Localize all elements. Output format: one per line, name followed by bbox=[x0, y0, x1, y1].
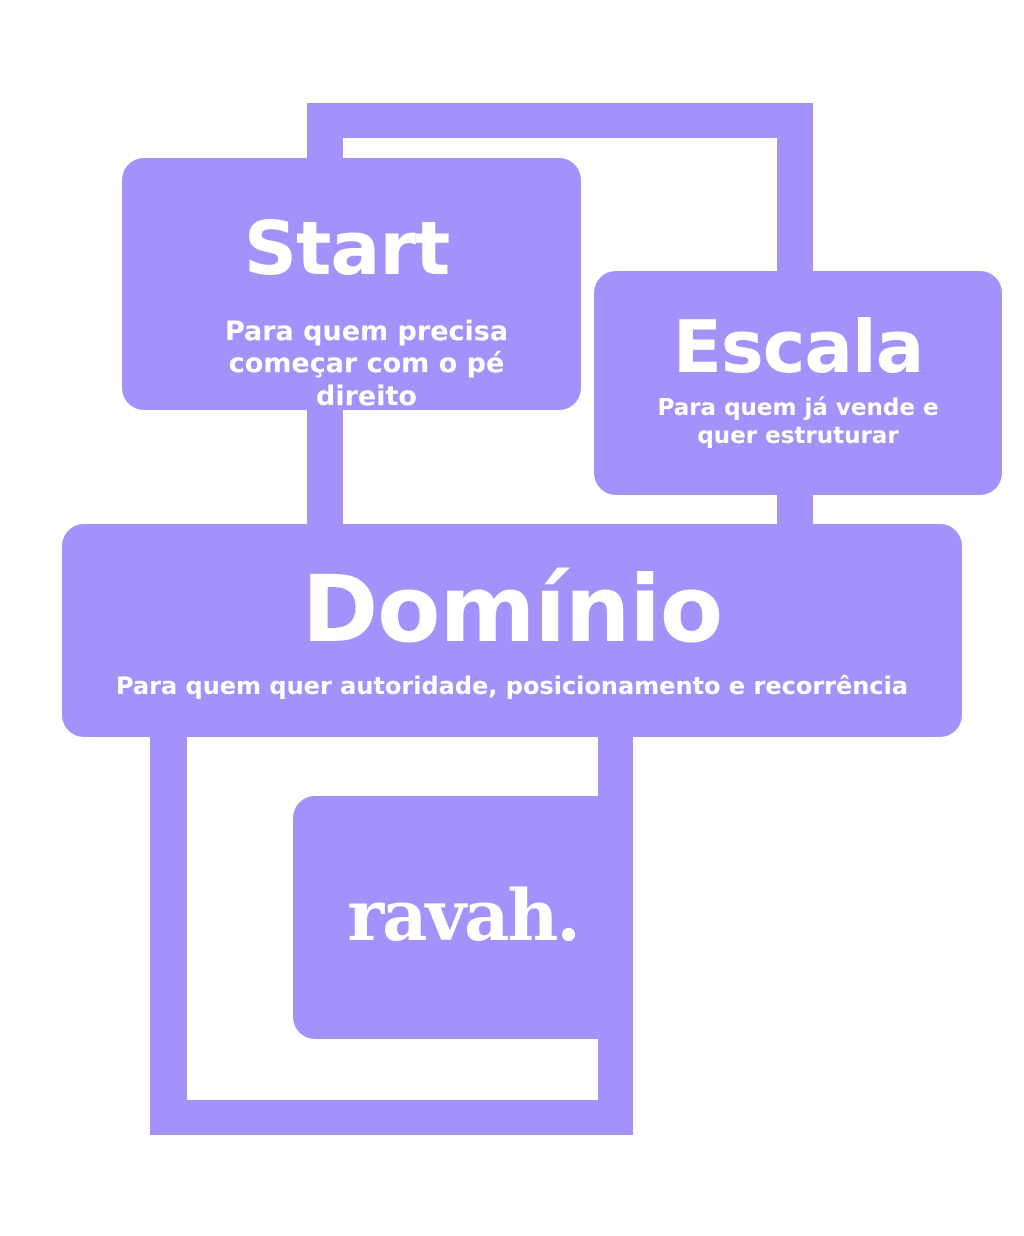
start-subtitle: Para quem precisa começar com o pé direi… bbox=[224, 316, 509, 412]
escala-card: Escala Para quem já vende e quer estrutu… bbox=[594, 271, 1002, 495]
dominio-card: Domínio Para quem quer autoridade, posic… bbox=[62, 524, 962, 737]
ravah-logo: ravah. bbox=[347, 874, 581, 957]
connector-top bbox=[307, 103, 813, 138]
start-title: Start bbox=[243, 206, 450, 292]
connector-bottom bbox=[150, 1100, 633, 1135]
escala-title: Escala bbox=[672, 305, 925, 389]
start-card: Start Para quem precisa começar com o pé… bbox=[122, 158, 581, 412]
ravah-logo-card: ravah. bbox=[293, 796, 633, 1039]
dominio-title: Domínio bbox=[301, 556, 723, 663]
connector-bottom-left bbox=[150, 730, 187, 1135]
dominio-subtitle: Para quem quer autoridade, posicionament… bbox=[115, 672, 908, 700]
escala-subtitle: Para quem já vende e quer estruturar bbox=[657, 395, 939, 449]
